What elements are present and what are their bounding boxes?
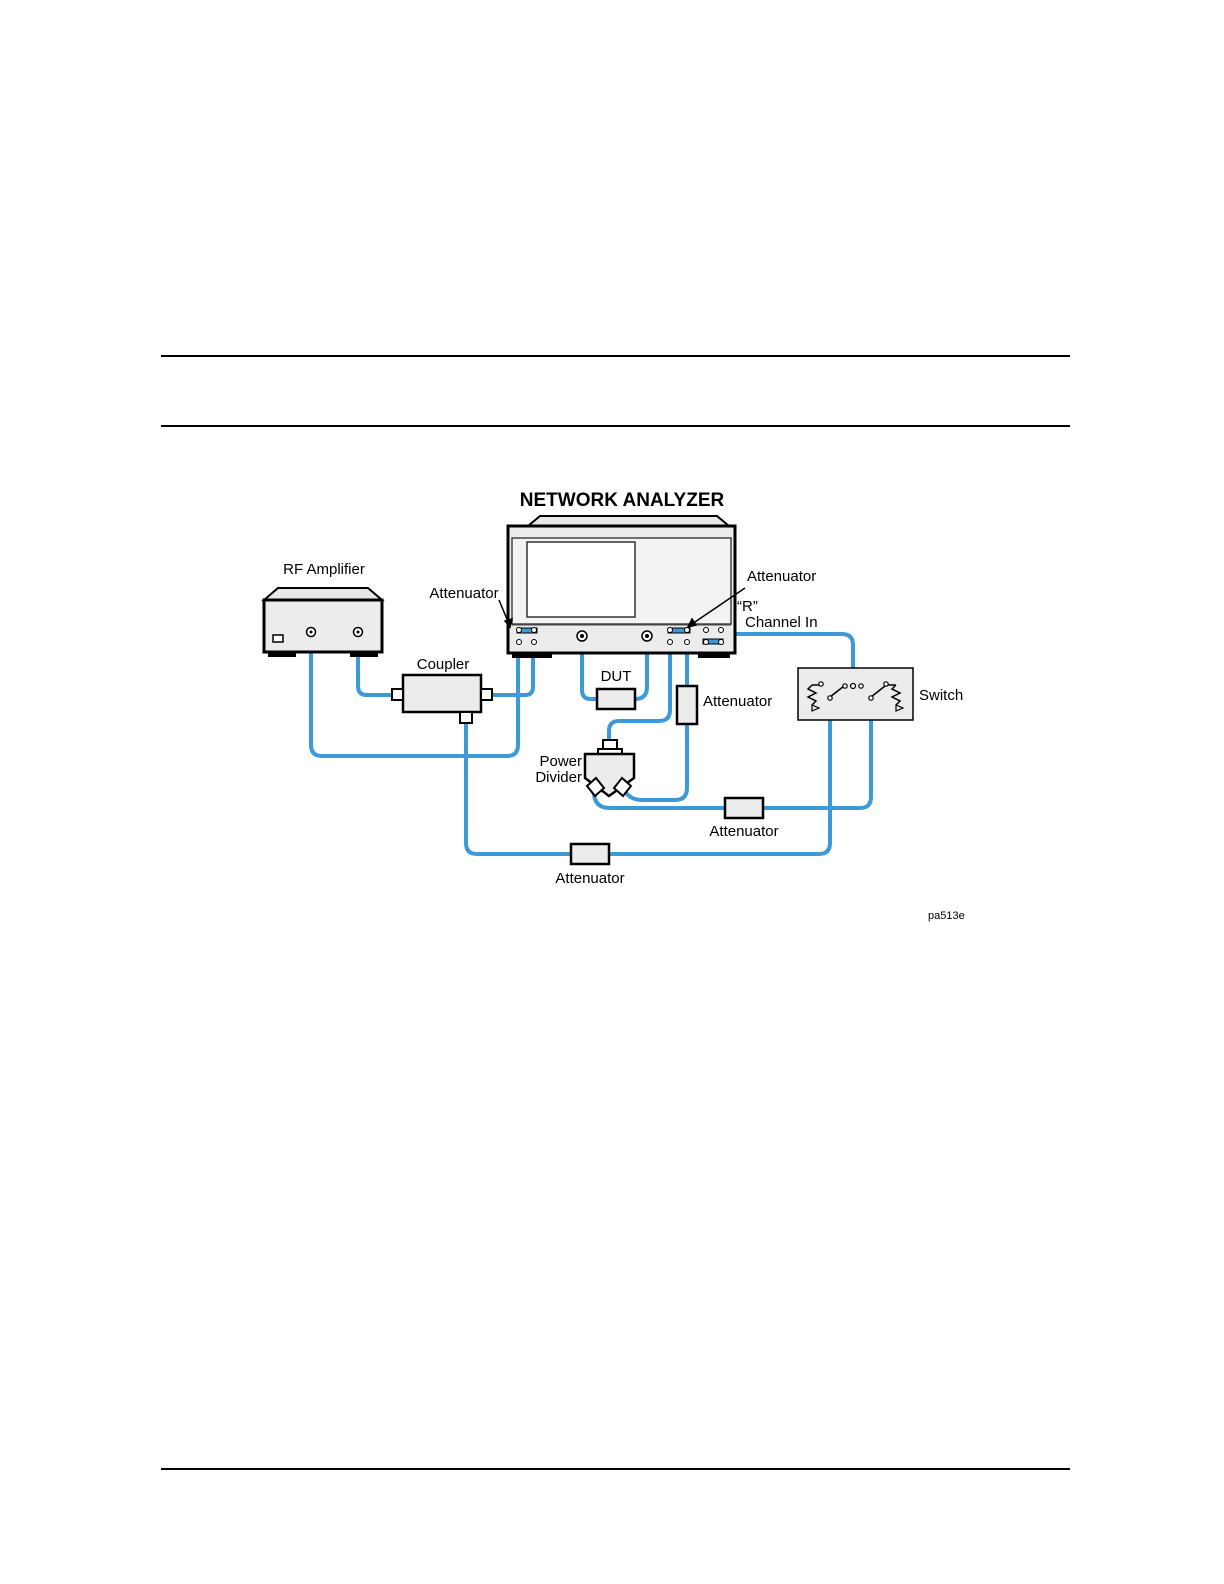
amplifier-input-port-core — [310, 631, 313, 634]
attenuator-bottom-block — [571, 844, 609, 864]
analyzer-test-port-2-core — [645, 634, 649, 638]
power-divider-input-stub — [603, 740, 617, 749]
switch-contact — [859, 684, 863, 688]
switch-common-contact — [851, 684, 856, 689]
label-power-divider-line2: Divider — [535, 769, 582, 786]
coupler — [392, 675, 492, 723]
coupler-body — [403, 675, 481, 712]
analyzer-port — [532, 640, 537, 645]
analyzer-port — [668, 628, 673, 633]
label-attenuator-lower: Attenuator — [709, 823, 778, 840]
amplifier-power-switch — [273, 635, 283, 642]
network-analyzer — [508, 516, 735, 658]
switch-contact — [843, 684, 847, 688]
switch-contact — [828, 696, 832, 700]
coupler-port-left — [392, 689, 403, 700]
attenuator-lower-block — [725, 798, 763, 818]
label-coupler: Coupler — [417, 656, 470, 673]
switch-contact — [869, 696, 873, 700]
switch-contact — [884, 682, 888, 686]
amplifier-body — [264, 600, 382, 652]
diagram-title: NETWORK ANALYZER — [520, 490, 725, 511]
label-r-channel-line1: “R” — [737, 598, 758, 615]
analyzer-port — [685, 628, 690, 633]
analyzer-port — [719, 640, 724, 645]
amplifier-output-port-core — [357, 631, 360, 634]
dut-block — [597, 689, 635, 709]
label-r-channel-line2: Channel In — [745, 614, 818, 631]
analyzer-port — [685, 640, 690, 645]
label-rf-amplifier: RF Amplifier — [283, 561, 365, 578]
analyzer-port — [532, 628, 537, 633]
coupler-port-coupled — [460, 712, 472, 723]
coupler-port-right — [481, 689, 492, 700]
switch-contact — [819, 682, 823, 686]
label-attenuator-mid: Attenuator — [703, 693, 772, 710]
attenuator-mid-block — [677, 686, 697, 724]
label-switch: Switch — [919, 687, 963, 704]
analyzer-test-port-1-core — [580, 634, 584, 638]
rf-amplifier — [264, 588, 382, 657]
cables — [311, 634, 871, 854]
label-attenuator-right: Attenuator — [747, 568, 816, 585]
label-attenuator-bottom: Attenuator — [555, 870, 624, 887]
analyzer-screen — [527, 542, 635, 617]
leader-attenuator-left-arrowhead — [505, 619, 512, 627]
analyzer-port — [719, 628, 724, 633]
amplifier-top-panel — [264, 588, 382, 600]
power-divider — [585, 740, 634, 796]
label-dut: DUT — [601, 668, 632, 685]
label-attenuator-left: Attenuator — [429, 585, 498, 602]
label-power-divider-line1: Power — [539, 753, 582, 770]
analyzer-port — [668, 640, 673, 645]
analyzer-port — [704, 628, 709, 633]
analyzer-port — [517, 640, 522, 645]
analyzer-port — [517, 628, 522, 633]
switch — [798, 668, 913, 720]
analyzer-r-channel-port — [704, 640, 709, 645]
figure-reference-id: pa513e — [928, 910, 965, 922]
